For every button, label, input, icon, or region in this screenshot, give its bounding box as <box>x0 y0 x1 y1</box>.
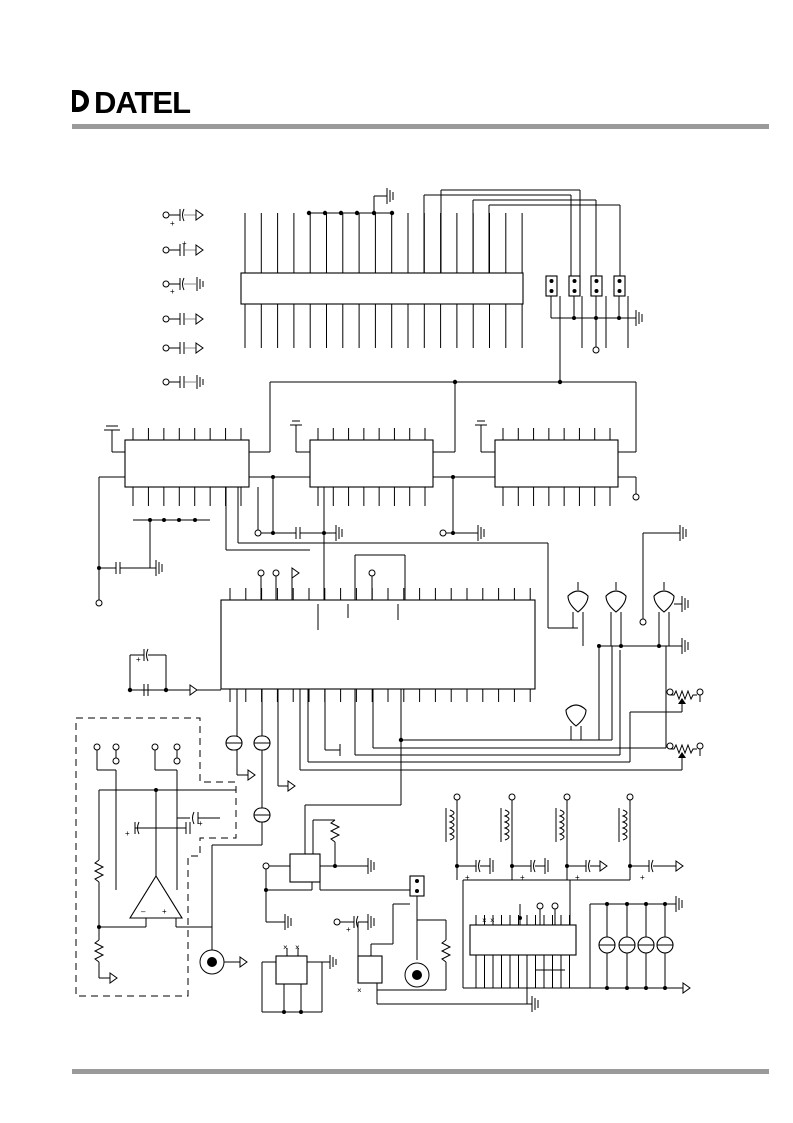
ic-center <box>309 439 434 488</box>
footer-rule <box>72 1069 769 1074</box>
svg-text:+: + <box>182 239 187 248</box>
main-controller-ic: + <box>127 487 578 702</box>
ic-row-middle <box>95 379 640 607</box>
svg-text:×: × <box>283 943 288 952</box>
svg-text:×: × <box>482 916 487 925</box>
svg-text:+: + <box>520 873 525 882</box>
datel-logo: DATEL <box>70 86 230 116</box>
reference-and-filter: × + × × <box>261 689 539 1014</box>
inductor-filter-row: + + + + <box>445 793 684 904</box>
logo-text: DATEL <box>94 86 190 116</box>
svg-text:+: + <box>170 219 175 228</box>
svg-text:+: + <box>198 819 203 828</box>
svg-text:+: + <box>575 873 580 882</box>
top-connector-block <box>240 272 524 305</box>
logic-gates <box>398 525 689 743</box>
jumper-array <box>545 275 643 382</box>
potentiometers <box>299 646 704 771</box>
svg-text:–: – <box>141 907 146 916</box>
top-bus-connector <box>240 188 621 348</box>
svg-text:×: × <box>490 916 495 925</box>
svg-text:+: + <box>465 873 470 882</box>
header-rule <box>72 124 769 129</box>
ic-right <box>494 439 619 488</box>
output-driver-section: × × <box>462 880 691 1004</box>
main-ic <box>220 599 536 690</box>
svg-text:×: × <box>357 986 362 995</box>
svg-text:+: + <box>346 925 351 934</box>
svg-text:+: + <box>640 873 645 882</box>
svg-text:+: + <box>162 907 167 916</box>
analog-frontend-section: – + + + <box>75 717 237 997</box>
svg-text:+: + <box>136 655 141 664</box>
input-capacitor-network: + + + <box>162 208 204 389</box>
svg-text:+: + <box>170 287 175 296</box>
buffer-ic <box>275 955 308 985</box>
small-ic <box>357 955 383 984</box>
regulator-block <box>289 853 321 883</box>
svg-text:×: × <box>295 943 300 952</box>
driver-ic <box>469 924 577 956</box>
svg-text:+: + <box>125 829 130 838</box>
datel-logo-mark: DATEL <box>72 86 191 116</box>
ferrite-beads-and-outputs <box>199 689 296 975</box>
ic-left <box>124 439 250 488</box>
op-amp-triangle <box>129 874 183 919</box>
